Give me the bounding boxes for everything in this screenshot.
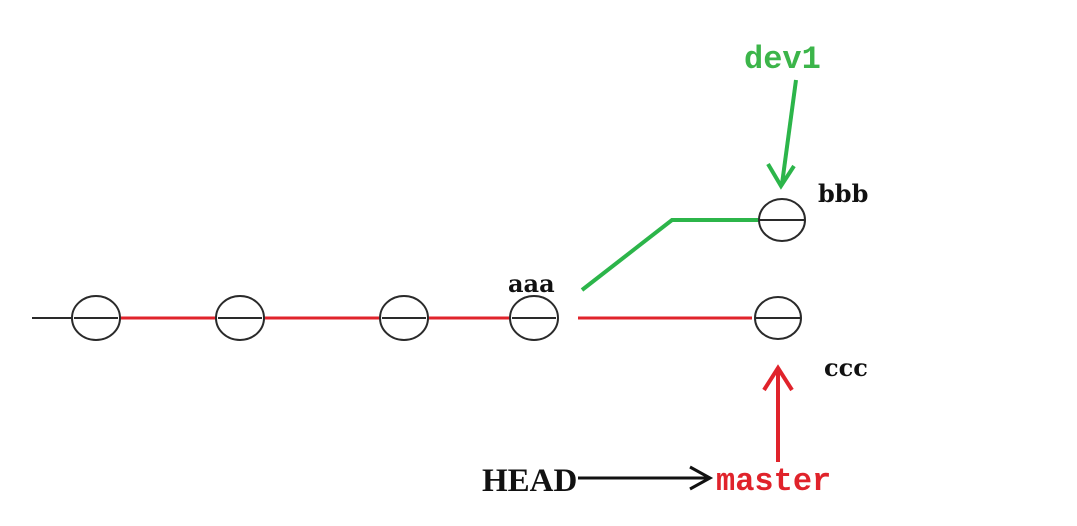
master-pointer-arrow <box>762 364 794 462</box>
master-ref-label: master <box>716 463 831 500</box>
commit-node-1 <box>71 295 121 341</box>
commit-node-aaa <box>509 295 559 341</box>
dev1-branch-line <box>580 218 760 292</box>
commit-label-bbb: bbb <box>818 179 868 208</box>
commit-node-3 <box>379 295 429 341</box>
head-ref-label: HEAD <box>482 463 577 499</box>
commit-label-aaa: aaa <box>508 269 555 298</box>
commit-node-2 <box>215 295 265 341</box>
commit-label-ccc: ccc <box>824 353 868 382</box>
dev1-ref-label: dev1 <box>744 41 821 78</box>
commit-node-bbb <box>758 198 806 242</box>
head-pointer-arrow <box>578 465 714 491</box>
commit-node-ccc <box>754 296 802 340</box>
dev1-pointer-arrow <box>766 79 798 190</box>
